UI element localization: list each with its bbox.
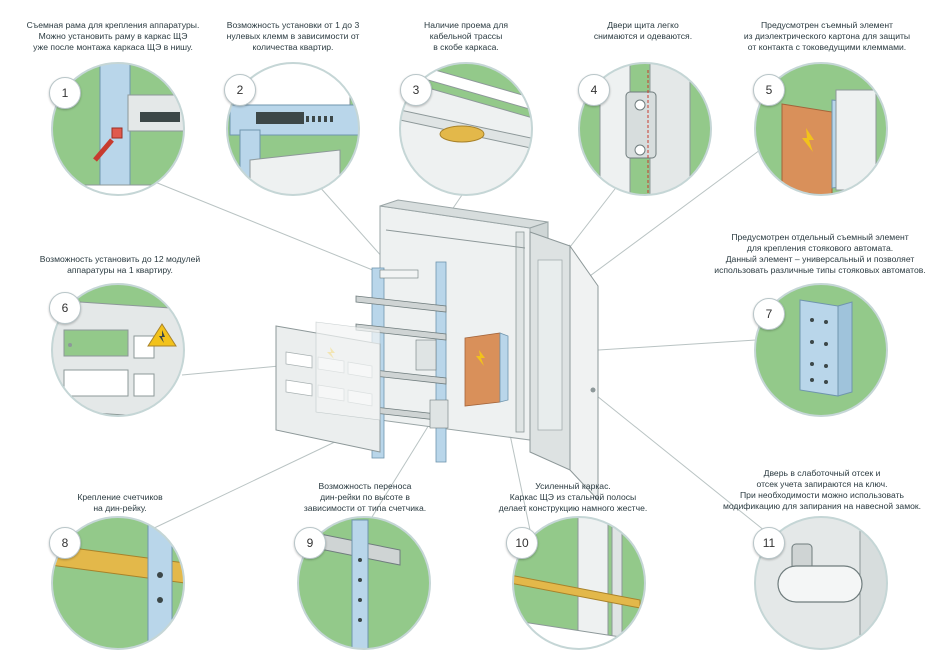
leader-9 bbox=[371, 419, 433, 518]
detail-circle-10 bbox=[512, 516, 646, 650]
callout-badge-7: 7 bbox=[753, 298, 785, 330]
detail-circle-9 bbox=[297, 516, 431, 650]
detail-circle-8 bbox=[51, 516, 185, 650]
callout-badge-6: 6 bbox=[49, 292, 81, 324]
callout-badge-1: 1 bbox=[49, 77, 81, 109]
leader-1 bbox=[149, 179, 386, 276]
caption-3: Наличие проема для кабельной трассы в ск… bbox=[424, 20, 508, 52]
detail-circle-4 bbox=[578, 62, 712, 196]
callout-badge-3: 3 bbox=[400, 74, 432, 106]
leader-8 bbox=[149, 429, 361, 531]
cabinet-illustration bbox=[275, 199, 599, 502]
callout-badge-4: 4 bbox=[578, 74, 610, 106]
leader-6 bbox=[181, 364, 291, 376]
detail-circle-7 bbox=[754, 283, 888, 417]
caption-7: Предусмотрен отдельный съемный элемент д… bbox=[714, 232, 926, 275]
caption-2: Возможность установки от 1 до 3 нулевых … bbox=[226, 20, 360, 52]
callout-badge-11: 11 bbox=[753, 527, 785, 559]
leader-10 bbox=[507, 424, 531, 531]
caption-8: Крепление счетчиков на дин-рейку. bbox=[77, 492, 163, 513]
leader-lines bbox=[149, 149, 771, 536]
caption-9: Возможность переноса дин-рейки по высоте… bbox=[303, 481, 427, 513]
detail-circle-6 bbox=[51, 283, 185, 417]
callout-badge-2: 2 bbox=[224, 74, 256, 106]
caption-5: Предусмотрен съемный элемент из диэлектр… bbox=[743, 20, 911, 52]
detail-circle-2 bbox=[226, 62, 360, 196]
caption-11: Дверь в слаботочный отсек и отсек учета … bbox=[722, 468, 922, 511]
callout-badge-8: 8 bbox=[49, 527, 81, 559]
caption-1: Съемная рама для крепления аппаратуры. М… bbox=[26, 20, 200, 52]
caption-10: Усиленный каркас. Каркас ЩЭ из стальной … bbox=[498, 481, 648, 513]
callout-badge-9: 9 bbox=[294, 527, 326, 559]
detail-circle-5 bbox=[754, 62, 888, 196]
callout-badge-5: 5 bbox=[753, 74, 785, 106]
leader-11 bbox=[591, 391, 771, 536]
detail-circle-3 bbox=[399, 62, 533, 196]
caption-4: Двери щита легко снимаются и одеваются. bbox=[593, 20, 693, 41]
callout-badge-10: 10 bbox=[506, 527, 538, 559]
caption-6: Возможность установить до 12 модулей апп… bbox=[39, 254, 201, 275]
